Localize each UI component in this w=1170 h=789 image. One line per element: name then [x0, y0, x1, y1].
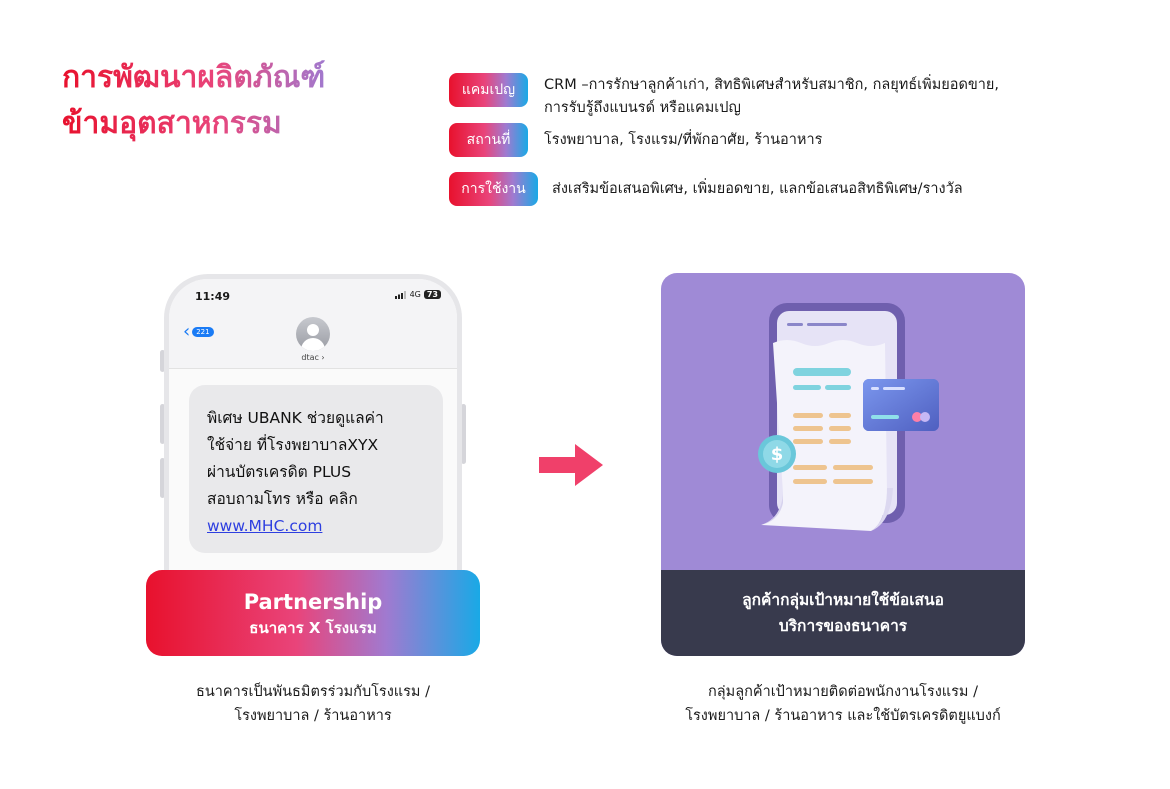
info-text-location: โรงพยาบาล, โรงแรม/ที่พักอาศัย, ร้านอาหาร — [544, 131, 823, 148]
avatar-icon[interactable] — [296, 317, 330, 351]
contact-name[interactable]: dtac › — [301, 353, 325, 362]
page-title: การพัฒนาผลิตภัณฑ์ ข้ามอุตสาหกรรม — [62, 55, 402, 147]
arrow-right-icon — [539, 444, 603, 486]
card-footer: ลูกค้ากลุ่มเป้าหมายใช้ข้อเสนอ บริการของธ… — [661, 570, 1025, 656]
phone-side-button — [160, 350, 165, 372]
status-time: 11:49 — [195, 290, 231, 303]
dollar-symbol: $ — [763, 440, 791, 468]
customer-card: $ ลูกค้ากลุ่มเป้าหมายใช้ข้อเสนอ บริการขอ… — [661, 273, 1025, 656]
status-indicators: 4G 73 — [394, 290, 441, 299]
unread-count-badge: 221 — [192, 327, 214, 337]
phone-volume-up-button — [160, 404, 165, 444]
card-footer-line2: บริการของธนาคาร — [778, 617, 908, 635]
partnership-title: Partnership — [243, 590, 383, 614]
badge-usage: การใช้งาน — [449, 172, 538, 206]
right-caption-line2: โรงพยาบาล / ร้านอาหาร และใช้บัตรเครดิตยู… — [685, 708, 1001, 724]
right-caption-line1: กลุ่มลูกค้าเป้าหมายติดต่อพนักงานโรงแรม / — [708, 684, 978, 700]
info-row-campaign: แคมเปญ CRM –การรักษาลูกค้าเก่า, สิทธิพิเ… — [449, 60, 999, 120]
left-caption-line1: ธนาคารเป็นพันธมิตรร่วมกับโรงแรม / — [195, 684, 430, 700]
message-link[interactable]: www.MHC.com — [207, 517, 323, 535]
back-chevron-icon: ‹ — [183, 321, 191, 342]
badge-campaign: แคมเปญ — [449, 73, 528, 107]
message-bubble: พิเศษ UBANK ช่วยดูแลค่า ใช้จ่าย ที่โรงพย… — [189, 385, 443, 553]
badge-location: สถานที่ — [449, 123, 528, 157]
sms-header: ‹ 221 dtac › — [169, 313, 457, 369]
status-bar: 11:49 4G 73 — [169, 279, 457, 313]
page-title-line2: ข้ามอุตสาหกรรม — [62, 106, 282, 141]
phone-illustration — [761, 303, 905, 531]
message-line4: สอบถามโทร หรือ คลิก — [207, 490, 358, 508]
phone-power-button — [461, 404, 466, 464]
left-caption-line2: โรงพยาบาล / ร้านอาหาร — [234, 708, 392, 724]
credit-card-icon — [863, 379, 939, 431]
phone-volume-down-button — [160, 458, 165, 498]
message-line3: ผ่านบัตรเครดิต PLUS — [207, 463, 352, 481]
partnership-banner: Partnership ธนาคาร X โรงแรม — [146, 570, 480, 656]
info-text-campaign-line1: CRM –การรักษาลูกค้าเก่า, สิทธิพิเศษสำหรั… — [544, 77, 1000, 93]
right-caption: กลุ่มลูกค้าเป้าหมายติดต่อพนักงานโรงแรม /… — [661, 680, 1025, 728]
network-label: 4G — [409, 290, 421, 299]
message-line2: ใช้จ่าย ที่โรงพยาบาลXYX — [207, 436, 379, 454]
battery-icon: 73 — [423, 290, 441, 299]
partnership-subtitle: ธนาคาร X โรงแรม — [249, 619, 377, 637]
info-text-campaign-line2: การรับรู้ถึงแบนรด์ หรือแคมเปญ — [544, 100, 741, 116]
info-text-campaign: CRM –การรักษาลูกค้าเก่า, สิทธิพิเศษสำหรั… — [544, 74, 999, 120]
card-footer-line1: ลูกค้ากลุ่มเป้าหมายใช้ข้อเสนอ — [742, 591, 944, 609]
info-text-usage: ส่งเสริมข้อเสนอพิเศษ, เพิ่มยอดขาย, แลกข้… — [552, 180, 963, 197]
back-button[interactable]: ‹ 221 — [183, 323, 214, 341]
info-row-location: สถานที่ โรงพยาบาล, โรงแรม/ที่พักอาศัย, ร… — [449, 123, 822, 157]
signal-icon — [394, 290, 406, 299]
dollar-coin-icon: $ — [758, 435, 796, 473]
message-line1: พิเศษ UBANK ช่วยดูแลค่า — [207, 409, 384, 427]
contact-name-label: dtac — [301, 353, 319, 362]
page-title-line1: การพัฒนาผลิตภัณฑ์ — [62, 60, 326, 95]
left-caption: ธนาคารเป็นพันธมิตรร่วมกับโรงแรม / โรงพยา… — [146, 680, 480, 728]
info-row-usage: การใช้งาน ส่งเสริมข้อเสนอพิเศษ, เพิ่มยอด… — [449, 172, 963, 206]
phone-mockup: 11:49 4G 73 ‹ 221 dtac › พิเศษ UBANK ช่ว… — [164, 274, 462, 604]
